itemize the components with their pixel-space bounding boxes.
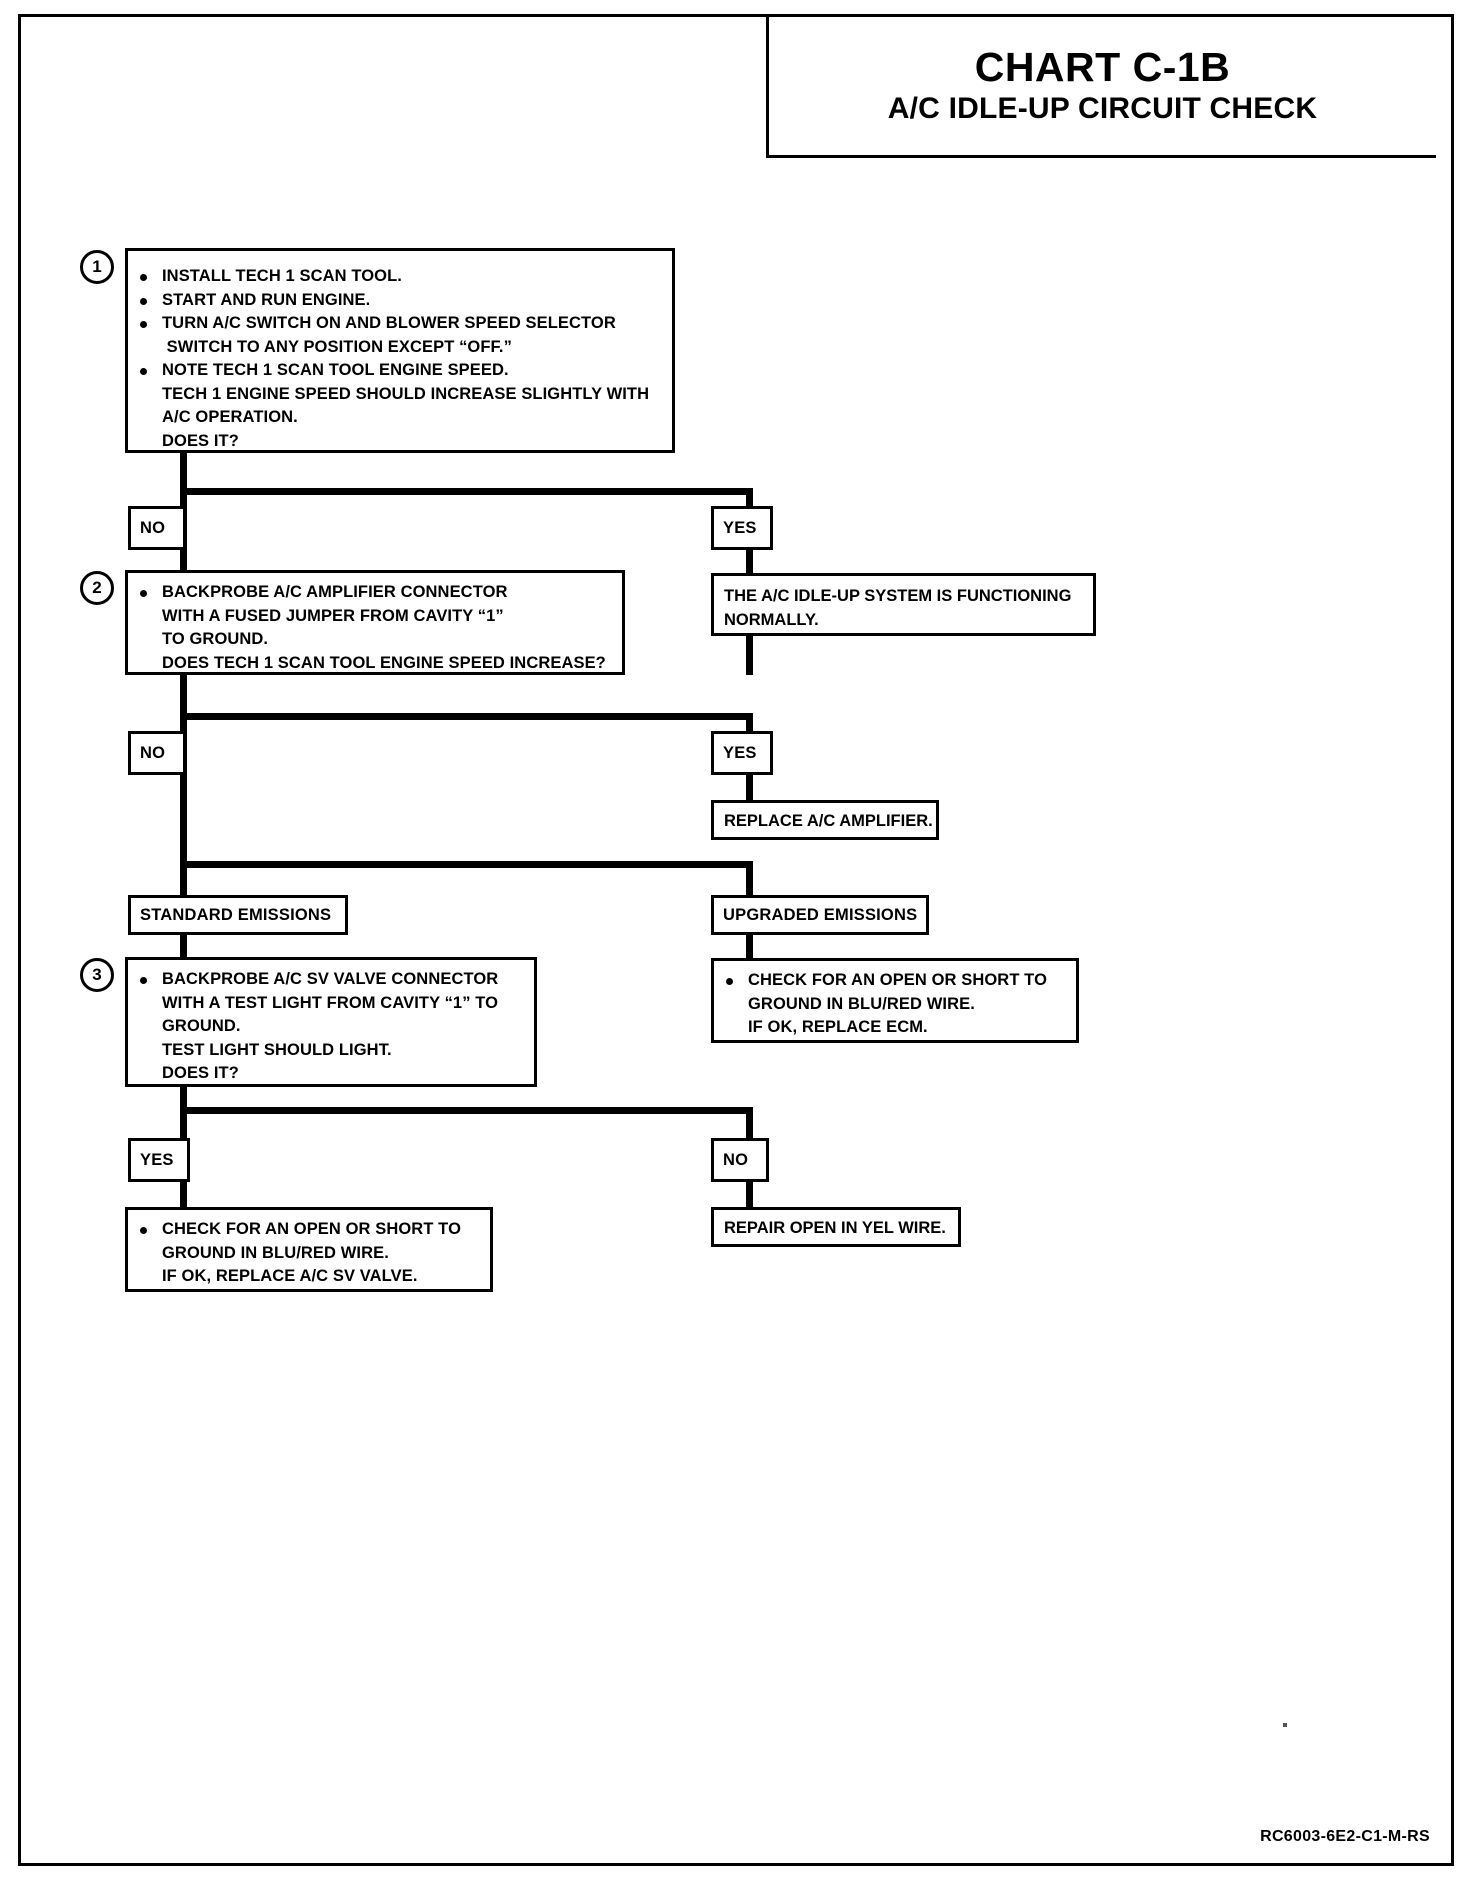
list-item: CHECK FOR AN OPEN OR SHORT TO bbox=[128, 1218, 490, 1242]
footer-document-code: RC6003-6E2-C1-M-RS bbox=[1260, 1828, 1430, 1845]
list-item: BACKPROBE A/C AMPLIFIER CONNECTOR bbox=[128, 581, 622, 605]
list-item: DOES IT? bbox=[162, 431, 239, 450]
box-step-1-list: INSTALL TECH 1 SCAN TOOL. START AND RUN … bbox=[128, 251, 672, 453]
connector-no3-to-box bbox=[746, 1178, 753, 1210]
chart-number: CHART C-1B bbox=[974, 44, 1231, 90]
connector-step3-split bbox=[180, 1107, 753, 1114]
list-item: SWITCH TO ANY POSITION EXCEPT “OFF.” bbox=[162, 337, 512, 356]
connector-yes2-to-box bbox=[746, 773, 753, 803]
list-item: NOTE TECH 1 SCAN TOOL ENGINE SPEED. bbox=[128, 359, 672, 383]
label-yes-step1: YES bbox=[711, 506, 773, 550]
box-upgraded-action: CHECK FOR AN OPEN OR SHORT TO GROUND IN … bbox=[711, 958, 1079, 1043]
box-step-3: BACKPROBE A/C SV VALVE CONNECTOR WITH A … bbox=[125, 957, 537, 1087]
connector-step2-split bbox=[180, 713, 753, 720]
box-step-3-list: BACKPROBE A/C SV VALVE CONNECTOR WITH A … bbox=[128, 960, 534, 1086]
connector-emissions-split bbox=[180, 861, 753, 868]
list-item: A/C OPERATION. bbox=[162, 408, 298, 426]
label-standard-emissions: STANDARD EMISSIONS bbox=[128, 895, 348, 935]
list-item: TO GROUND. bbox=[162, 630, 269, 648]
title-block: CHART C-1B A/C IDLE-UP CIRCUIT CHECK bbox=[766, 16, 1436, 158]
box-repair-yel-wire: REPAIR OPEN IN YEL WIRE. bbox=[711, 1207, 961, 1247]
list-item: WITH A TEST LIGHT FROM CAVITY “1” TO bbox=[162, 993, 499, 1012]
box-check-open-short-list: CHECK FOR AN OPEN OR SHORT TO GROUND IN … bbox=[128, 1210, 490, 1289]
box-replace-amplifier: REPLACE A/C AMPLIFIER. bbox=[711, 800, 939, 840]
connector-no2-down bbox=[180, 773, 187, 898]
box-step-1: INSTALL TECH 1 SCAN TOOL. START AND RUN … bbox=[125, 248, 675, 453]
box-upgraded-action-list: CHECK FOR AN OPEN OR SHORT TO GROUND IN … bbox=[714, 961, 1076, 1040]
list-item: WITH A FUSED JUMPER FROM CAVITY “1” bbox=[162, 606, 504, 625]
step-number-2: 2 bbox=[80, 571, 114, 605]
connector-step1-split bbox=[180, 488, 753, 495]
list-item: IF OK, REPLACE ECM. bbox=[748, 1018, 928, 1036]
box-text-line: NORMALLY. bbox=[724, 610, 819, 629]
label-upgraded-emissions: UPGRADED EMISSIONS bbox=[711, 895, 929, 935]
list-item: TURN A/C SWITCH ON AND BLOWER SPEED SELE… bbox=[128, 312, 672, 336]
connector-yes3-to-box bbox=[180, 1178, 187, 1210]
step-number-3: 3 bbox=[80, 958, 114, 992]
label-yes-step2: YES bbox=[711, 731, 773, 775]
list-item: TEST LIGHT SHOULD LIGHT. bbox=[162, 1040, 392, 1059]
box-text-line: REPLACE A/C AMPLIFIER. bbox=[724, 812, 933, 830]
chart-name: A/C IDLE-UP CIRCUIT CHECK bbox=[887, 92, 1318, 125]
list-item: GROUND IN BLU/RED WIRE. bbox=[748, 994, 975, 1013]
step-number-1: 1 bbox=[80, 250, 114, 284]
list-item: GROUND. bbox=[162, 1017, 241, 1035]
box-text-line: REPAIR OPEN IN YEL WIRE. bbox=[724, 1219, 946, 1237]
list-item: CHECK FOR AN OPEN OR SHORT TO bbox=[714, 969, 1076, 993]
list-item: BACKPROBE A/C SV VALVE CONNECTOR bbox=[128, 968, 534, 992]
box-text-line: THE A/C IDLE-UP SYSTEM IS FUNCTIONING bbox=[724, 587, 1072, 605]
label-no-step1: NO bbox=[128, 506, 186, 550]
box-step-2-list: BACKPROBE A/C AMPLIFIER CONNECTOR WITH A… bbox=[128, 573, 622, 675]
page-border bbox=[18, 14, 1454, 1866]
list-item: DOES TECH 1 SCAN TOOL ENGINE SPEED INCRE… bbox=[162, 653, 606, 672]
label-yes-step3: YES bbox=[128, 1138, 190, 1182]
list-item: START AND RUN ENGINE. bbox=[128, 289, 672, 313]
list-item: INSTALL TECH 1 SCAN TOOL. bbox=[128, 265, 672, 289]
page-speck bbox=[1283, 1723, 1287, 1727]
list-item: TECH 1 ENGINE SPEED SHOULD INCREASE SLIG… bbox=[162, 384, 650, 403]
box-step-2: BACKPROBE A/C AMPLIFIER CONNECTOR WITH A… bbox=[125, 570, 625, 675]
connector-step2-down bbox=[180, 672, 187, 732]
connector-step1-down bbox=[180, 450, 187, 495]
box-idle-up-normal: THE A/C IDLE-UP SYSTEM IS FUNCTIONING NO… bbox=[711, 573, 1096, 636]
list-item: GROUND IN BLU/RED WIRE. bbox=[162, 1243, 389, 1262]
box-check-open-short: CHECK FOR AN OPEN OR SHORT TO GROUND IN … bbox=[125, 1207, 493, 1292]
label-no-step2: NO bbox=[128, 731, 186, 775]
label-no-step3: NO bbox=[711, 1138, 769, 1182]
list-item: IF OK, REPLACE A/C SV VALVE. bbox=[162, 1267, 418, 1285]
list-item: DOES IT? bbox=[162, 1064, 239, 1082]
connector-upgraded-to-box bbox=[746, 921, 753, 961]
